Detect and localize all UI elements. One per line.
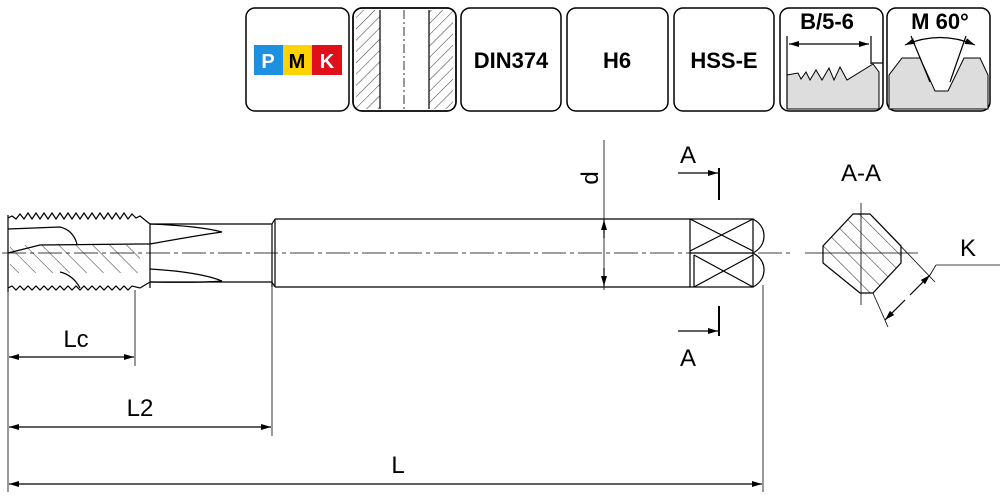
k-label: K — [960, 235, 976, 262]
material-m-swatch — [283, 45, 312, 75]
section-title: A-A — [841, 160, 881, 187]
section-marker-bottom-label: A — [680, 345, 696, 372]
standard-label: DIN374 — [474, 48, 549, 73]
tool-material-label: HSS-E — [690, 48, 757, 73]
thread-profile-icon: M 60° — [886, 7, 991, 112]
section-marker-bottom: A — [678, 306, 720, 372]
d-dimension: d — [577, 140, 607, 290]
chamfer-icon: B/5-6 — [779, 7, 884, 112]
chamfer-label: B/5-6 — [800, 9, 854, 34]
material-k-swatch — [312, 45, 342, 75]
through-hole-icon — [352, 7, 457, 112]
tolerance-icon: H6 — [566, 7, 669, 112]
icon-material-pmk: P M K — [245, 7, 350, 112]
material-p-swatch — [254, 45, 283, 75]
section-a-a: A-A K — [805, 160, 1000, 328]
thread-profile-label: M 60° — [911, 9, 969, 34]
tolerance-label: H6 — [603, 48, 631, 73]
lc-dimension: Lc — [7, 290, 136, 492]
lc-label: Lc — [63, 326, 88, 353]
material-p-label: P — [261, 51, 274, 73]
material-k-label: K — [320, 51, 335, 73]
material-m-label: M — [289, 51, 306, 73]
section-marker-top-label: A — [680, 142, 696, 169]
d-label: d — [577, 171, 604, 184]
tap-side-view — [2, 211, 790, 292]
l2-dimension: L2 — [9, 287, 273, 436]
tool-material-icon: HSS-E — [673, 7, 775, 112]
l2-label: L2 — [127, 395, 154, 422]
standard-icon: DIN374 — [460, 7, 562, 112]
l-label: L — [391, 452, 404, 479]
section-marker-top: A — [678, 142, 720, 200]
l-dimension: L — [9, 285, 764, 492]
